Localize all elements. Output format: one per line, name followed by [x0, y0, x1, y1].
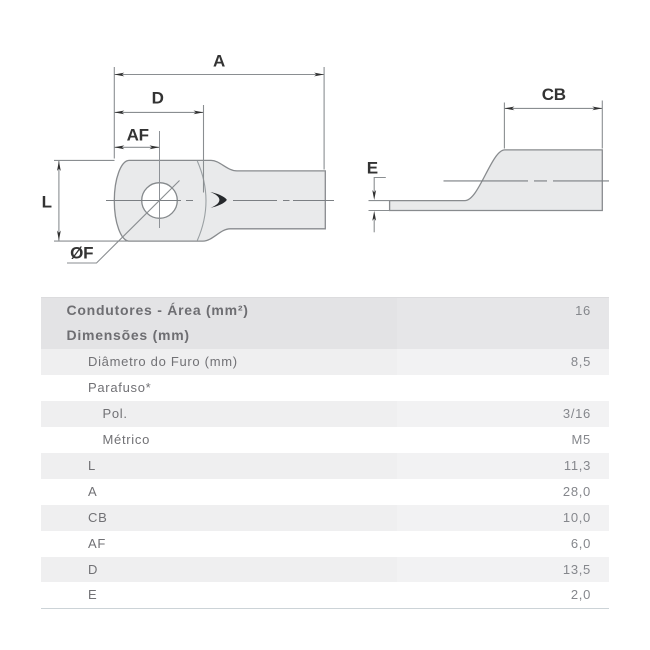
- svg-text:CB: CB: [542, 85, 566, 104]
- svg-text:D: D: [152, 89, 164, 108]
- svg-text:A: A: [213, 52, 225, 71]
- svg-text:L: L: [42, 193, 52, 212]
- svg-text:E: E: [367, 159, 378, 178]
- svg-text:AF: AF: [127, 126, 149, 145]
- svg-text:ØF: ØF: [70, 244, 93, 263]
